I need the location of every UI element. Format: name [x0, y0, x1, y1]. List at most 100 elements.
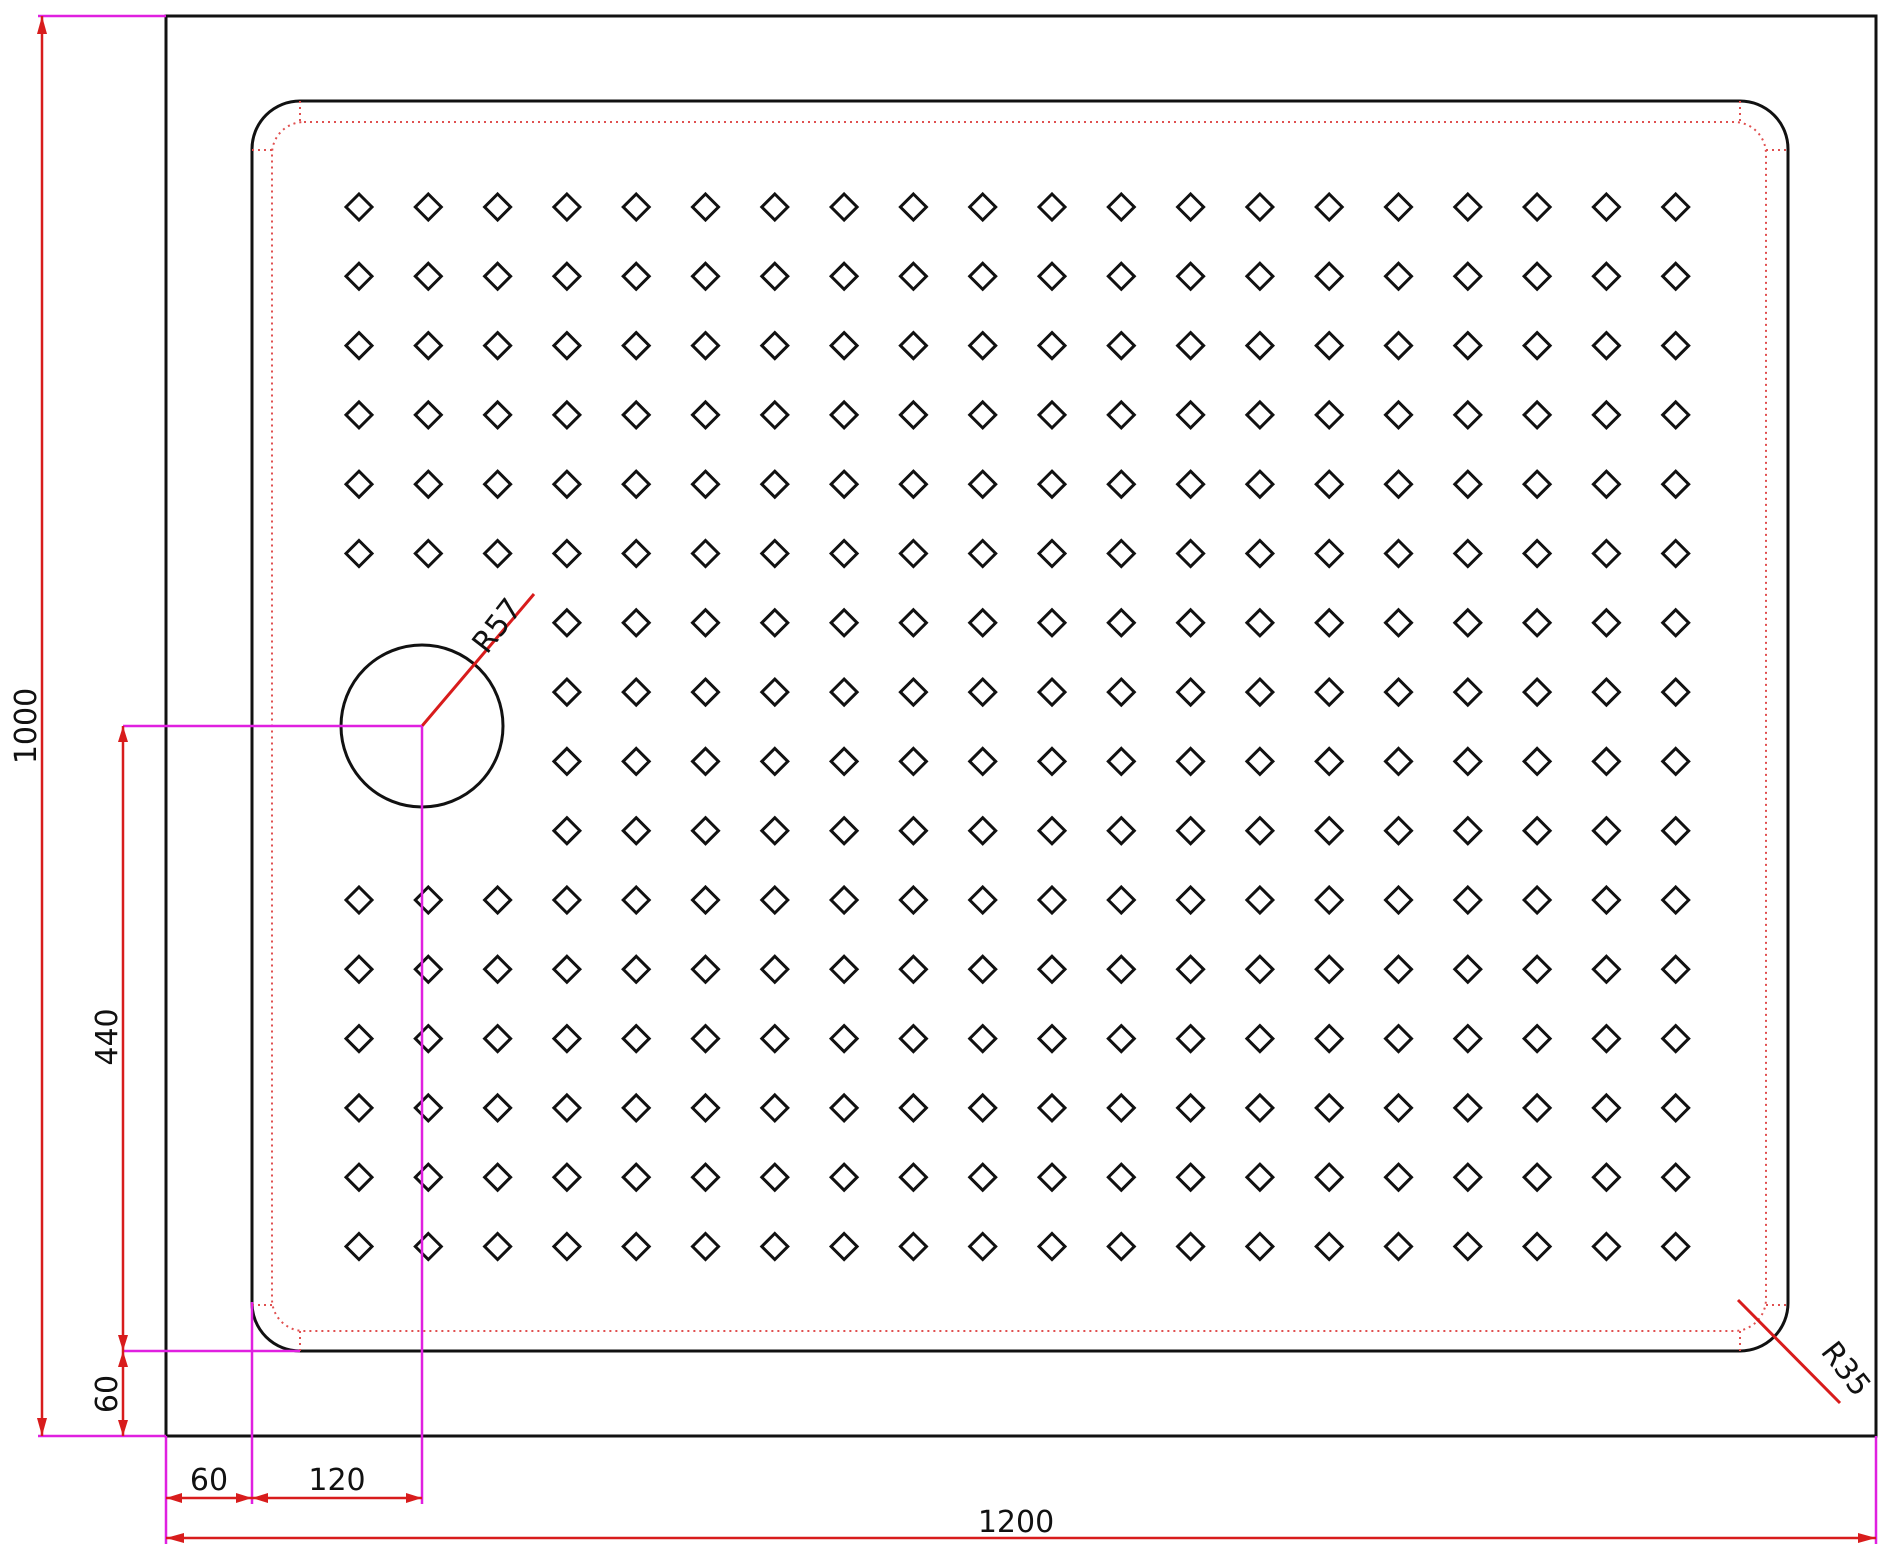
anti-slip-diamond: [1175, 1231, 1206, 1262]
drain-offset-x-label: 120: [308, 1463, 365, 1498]
anti-slip-diamond: [967, 884, 998, 916]
anti-slip-diamond: [828, 1023, 860, 1054]
anti-slip-diamond: [759, 1023, 790, 1054]
anti-slip-diamond: [1591, 746, 1622, 777]
anti-slip-diamond: [1521, 1092, 1553, 1124]
anti-slip-diamond: [1383, 954, 1414, 985]
anti-slip-diamond: [1660, 1162, 1691, 1193]
anti-slip-diamond: [690, 884, 721, 916]
anti-slip-diamond: [621, 884, 652, 916]
anti-slip-diamond: [1521, 538, 1553, 569]
anti-slip-diamond: [1591, 607, 1622, 638]
drain-radius-leader: [420, 593, 536, 727]
anti-slip-diamond: [1660, 676, 1691, 708]
anti-slip-diamond: [1452, 884, 1483, 916]
anti-slip-diamond: [1521, 1023, 1553, 1054]
anti-slip-diamond: [413, 191, 444, 223]
anti-slip-diamond: [413, 261, 444, 292]
anti-slip-diamond: [1175, 538, 1206, 569]
anti-slip-diamond: [1314, 1023, 1345, 1054]
anti-slip-diamond: [413, 538, 444, 569]
anti-slip-diamond: [967, 469, 998, 500]
anti-slip-diamond: [1244, 1231, 1276, 1262]
anti-slip-diamond: [413, 469, 444, 500]
anti-slip-diamond: [1106, 676, 1137, 708]
anti-slip-diamond: [1660, 815, 1691, 846]
anti-slip-diamond: [828, 469, 860, 500]
anti-slip-diamond: [413, 399, 444, 431]
dimension-lines: [40, 16, 1876, 1540]
anti-slip-diamond: [551, 399, 583, 431]
anti-slip-diamond: [898, 191, 929, 223]
anti-slip-diamond: [551, 815, 583, 846]
anti-slip-diamond: [1314, 1231, 1345, 1262]
anti-slip-diamond: [343, 191, 375, 223]
anti-slip-diamond: [898, 1092, 929, 1124]
anti-slip-diamond: [1106, 538, 1137, 569]
anti-slip-diamond: [1452, 815, 1483, 846]
anti-slip-diamond: [1383, 607, 1414, 638]
anti-slip-diamond: [898, 399, 929, 431]
anti-slip-diamond: [1244, 261, 1276, 292]
anti-slip-diamond: [1591, 954, 1622, 985]
anti-slip-diamond: [1591, 538, 1622, 569]
anti-slip-diamond: [898, 607, 929, 638]
anti-slip-diamond: [1591, 1023, 1622, 1054]
anti-slip-diamond: [343, 399, 375, 431]
anti-slip-diamond: [1452, 1162, 1483, 1193]
anti-slip-diamond: [1175, 330, 1206, 361]
anti-slip-diamond: [621, 1023, 652, 1054]
anti-slip-diamond: [1244, 191, 1276, 223]
anti-slip-diamond: [1383, 884, 1414, 916]
anti-slip-diamond: [551, 1092, 583, 1124]
anti-slip-diamond: [1244, 607, 1276, 638]
anti-slip-diamond: [759, 815, 790, 846]
anti-slip-diamond: [1036, 607, 1068, 638]
anti-slip-diamond: [690, 1092, 721, 1124]
anti-slip-diamond: [759, 607, 790, 638]
anti-slip-diamond: [1175, 676, 1206, 708]
anti-slip-diamond: [482, 469, 513, 500]
anti-slip-diamond: [898, 884, 929, 916]
anti-slip-diamond: [967, 191, 998, 223]
anti-slip-diamond: [1383, 191, 1414, 223]
anti-slip-diamond: [621, 1092, 652, 1124]
anti-slip-diamond: [1521, 1231, 1553, 1262]
anti-slip-diamond: [759, 746, 790, 777]
anti-slip-diamond: [1383, 330, 1414, 361]
anti-slip-diamond: [482, 261, 513, 292]
anti-slip-diamond: [828, 399, 860, 431]
anti-slip-diamond: [898, 815, 929, 846]
anti-slip-diamond: [1314, 607, 1345, 638]
anti-slip-diamond: [690, 191, 721, 223]
anti-slip-diamond: [1591, 1231, 1622, 1262]
anti-slip-diamond: [759, 1231, 790, 1262]
anti-slip-diamond: [1175, 469, 1206, 500]
anti-slip-diamond: [1106, 469, 1137, 500]
anti-slip-diamond: [1521, 191, 1553, 223]
anti-slip-diamond: [1660, 1231, 1691, 1262]
anti-slip-diamond: [1660, 1023, 1691, 1054]
anti-slip-diamond: [551, 538, 583, 569]
anti-slip-diamond: [759, 1162, 790, 1193]
anti-slip-diamond: [1314, 399, 1345, 431]
anti-slip-diamond: [343, 954, 375, 985]
anti-slip-diamond: [1106, 815, 1137, 846]
anti-slip-diamond: [828, 815, 860, 846]
anti-slip-diamond: [1452, 261, 1483, 292]
anti-slip-diamond: [690, 399, 721, 431]
anti-slip-diamond: [1383, 1231, 1414, 1262]
anti-slip-diamond: [413, 1092, 444, 1124]
anti-slip-diamond: [1314, 815, 1345, 846]
anti-slip-diamond: [1452, 746, 1483, 777]
anti-slip-diamond: [1521, 330, 1553, 361]
anti-slip-diamond: [1383, 676, 1414, 708]
anti-slip-diamond: [413, 330, 444, 361]
anti-slip-diamond: [1314, 954, 1345, 985]
anti-slip-diamond: [828, 884, 860, 916]
anti-slip-diamond: [1521, 884, 1553, 916]
anti-slip-diamond: [967, 538, 998, 569]
anti-slip-diamond: [1591, 330, 1622, 361]
anti-slip-diamond: [1106, 746, 1137, 777]
anti-slip-diamond: [551, 469, 583, 500]
